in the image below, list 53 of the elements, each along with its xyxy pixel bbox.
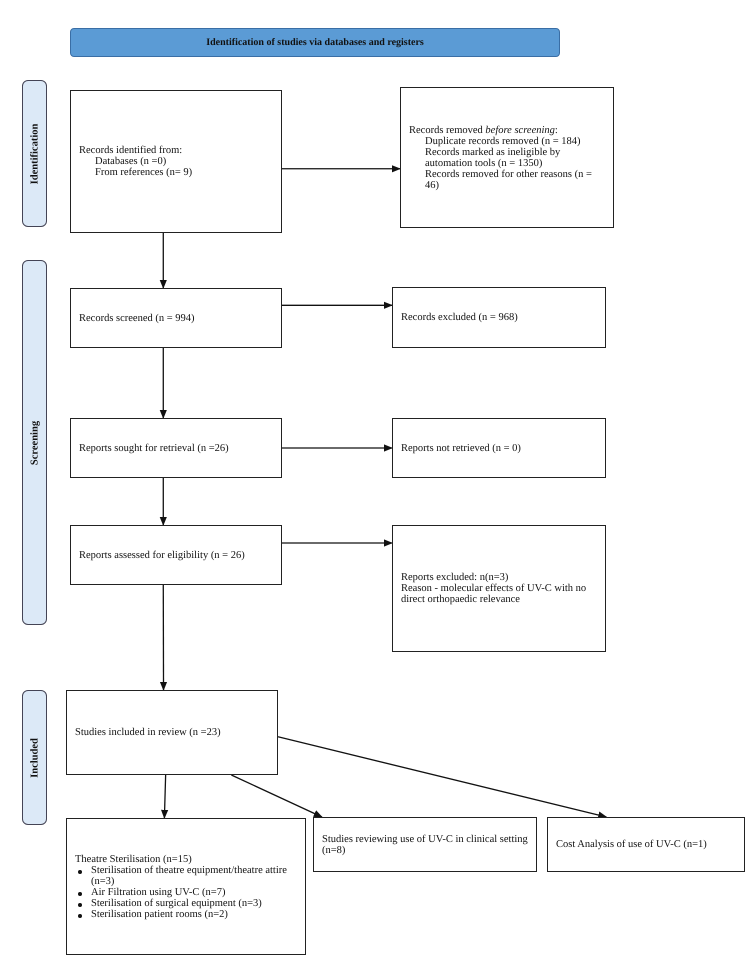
- process-box: [547, 817, 745, 872]
- box-text: Studies reviewing use of UV-C in clinical setting (n=8): [322, 834, 528, 856]
- box-text: From references (n= 9): [94, 167, 194, 178]
- title-banner: [70, 28, 560, 57]
- arrow: [231, 774, 323, 818]
- box-text: Reports excluded: n(n=3): [401, 572, 510, 583]
- process-box: [392, 287, 606, 348]
- arrow: [160, 478, 167, 526]
- process-box: [70, 525, 282, 585]
- arrow: [282, 302, 393, 309]
- process-box: [400, 87, 614, 228]
- phase-band: [22, 80, 47, 227]
- phase-label: Identification: [29, 123, 40, 184]
- box-text: Reports not retrieved (n = 0): [401, 442, 522, 454]
- box-text: Studies included in review (n =23): [75, 727, 222, 738]
- process-box: [313, 817, 537, 872]
- box-text: Reports assessed for eligibility (n = 26): [79, 550, 246, 560]
- phase-band: [22, 260, 47, 625]
- arrow: [282, 444, 393, 452]
- box-text: Records removed before screening:: [409, 124, 559, 136]
- box-text: Records removed for other reasons (n = 46): [424, 168, 593, 190]
- phase-label: Included: [29, 738, 40, 778]
- box-text: Records identified from:: [79, 145, 184, 156]
- box-text: Records screened (n = 994): [79, 312, 196, 324]
- process-box: [392, 525, 606, 652]
- process-box: [66, 818, 306, 955]
- bullet-item: Air Filtration using UV-C (n=7): [75, 886, 297, 898]
- process-box: [70, 288, 282, 348]
- arrow: [160, 585, 168, 691]
- bullet-item: Sterilisation of theatre equipment/theatre attire (n=3): [75, 864, 297, 886]
- bullet-item: Sterilisation patient rooms (n=2): [75, 908, 297, 920]
- bullet-item: Sterilisation of surgical equipment (n=3): [75, 898, 297, 908]
- box-text: Theatre Sterilisation (n=15): [75, 854, 192, 864]
- box-text: Duplicate records removed (n = 184): [424, 136, 582, 146]
- phase-label: Screening: [29, 420, 40, 465]
- box-text: Reason - molecular effects of UV-C with no direct orthopaedic relevance: [401, 583, 588, 605]
- title-text: Identification of studies via databases and registers: [206, 37, 424, 48]
- process-box: [392, 418, 606, 478]
- arrow: [160, 233, 167, 289]
- arrow: [160, 348, 167, 419]
- arrow: [161, 774, 168, 819]
- process-box: [70, 418, 282, 478]
- arrow: [278, 736, 608, 819]
- box-text: Databases (n =0): [94, 156, 168, 167]
- box-text: Cost Analysis of use of UV-C (n=1): [556, 839, 708, 850]
- box-text: Records excluded (n = 968): [401, 312, 519, 323]
- process-box: [70, 90, 282, 233]
- arrow: [282, 165, 401, 172]
- arrow: [282, 539, 393, 547]
- box-text: Reports sought for retrieval (n =26): [79, 442, 230, 454]
- process-box: [66, 690, 278, 775]
- box-text: Records marked as ineligible by automation tools (n = 1350): [424, 146, 562, 168]
- phase-band: [22, 690, 47, 825]
